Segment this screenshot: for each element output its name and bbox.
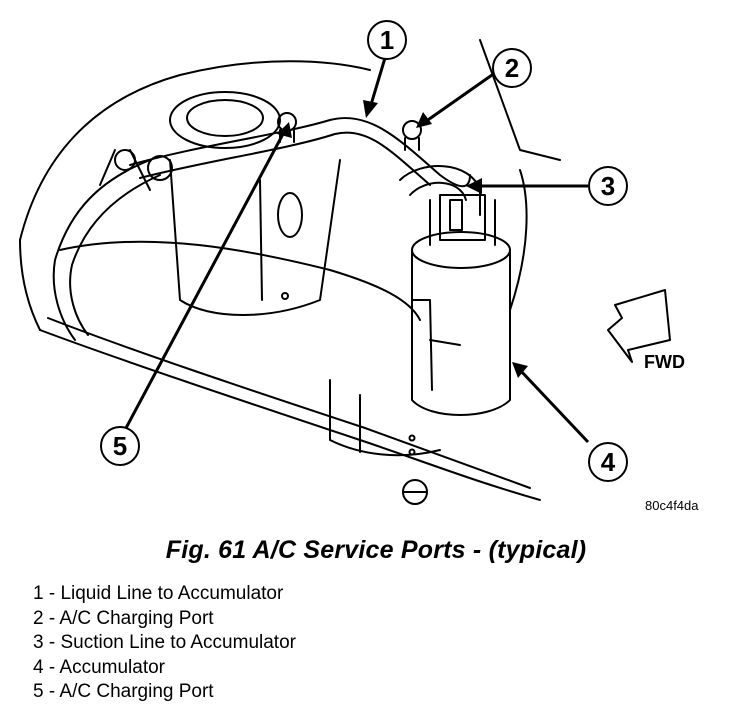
charging-port-2: [402, 120, 422, 140]
liquid-line: [129, 117, 471, 188]
image-code: 80c4f4da: [645, 498, 699, 513]
fender-outline: [19, 60, 371, 241]
service-ports-illustration: 1 2 3 4 5 FWD 80c4f4da: [19, 20, 699, 513]
figure-caption: Fig. 61 A/C Service Ports - (typical): [165, 536, 587, 564]
callout-circle-5: [100, 426, 140, 466]
callout-number-4: 4: [601, 447, 616, 477]
forward-arrow-icon: [607, 289, 671, 363]
left-hose: [52, 159, 151, 341]
legend-item-4: 4 - Accumulator: [33, 656, 165, 678]
legend-item-2: 2 - A/C Charging Port: [33, 607, 214, 629]
callout-circle-2: [492, 48, 532, 88]
callout-number-2: 2: [505, 53, 519, 83]
callout-circle-4: [588, 442, 628, 482]
callout-circle-1: [367, 20, 407, 60]
legend-item-5: 5 - A/C Charging Port: [33, 681, 214, 703]
callout-circle-3: [588, 166, 628, 206]
fwd-label: FWD: [644, 352, 685, 372]
callout-number-1: 1: [380, 25, 394, 55]
legend-item-1: 1 - Liquid Line to Accumulator: [33, 583, 284, 604]
accumulator: [411, 249, 511, 416]
strut-tower: [169, 91, 281, 149]
legend-list: 1 - Liquid Line to Accumulator 2 - A/C C…: [33, 582, 296, 705]
callout-number-3: 3: [601, 171, 615, 201]
legend-item-3: 3 - Suction Line to Accumulator: [33, 632, 296, 654]
callout-number-5: 5: [113, 431, 127, 461]
